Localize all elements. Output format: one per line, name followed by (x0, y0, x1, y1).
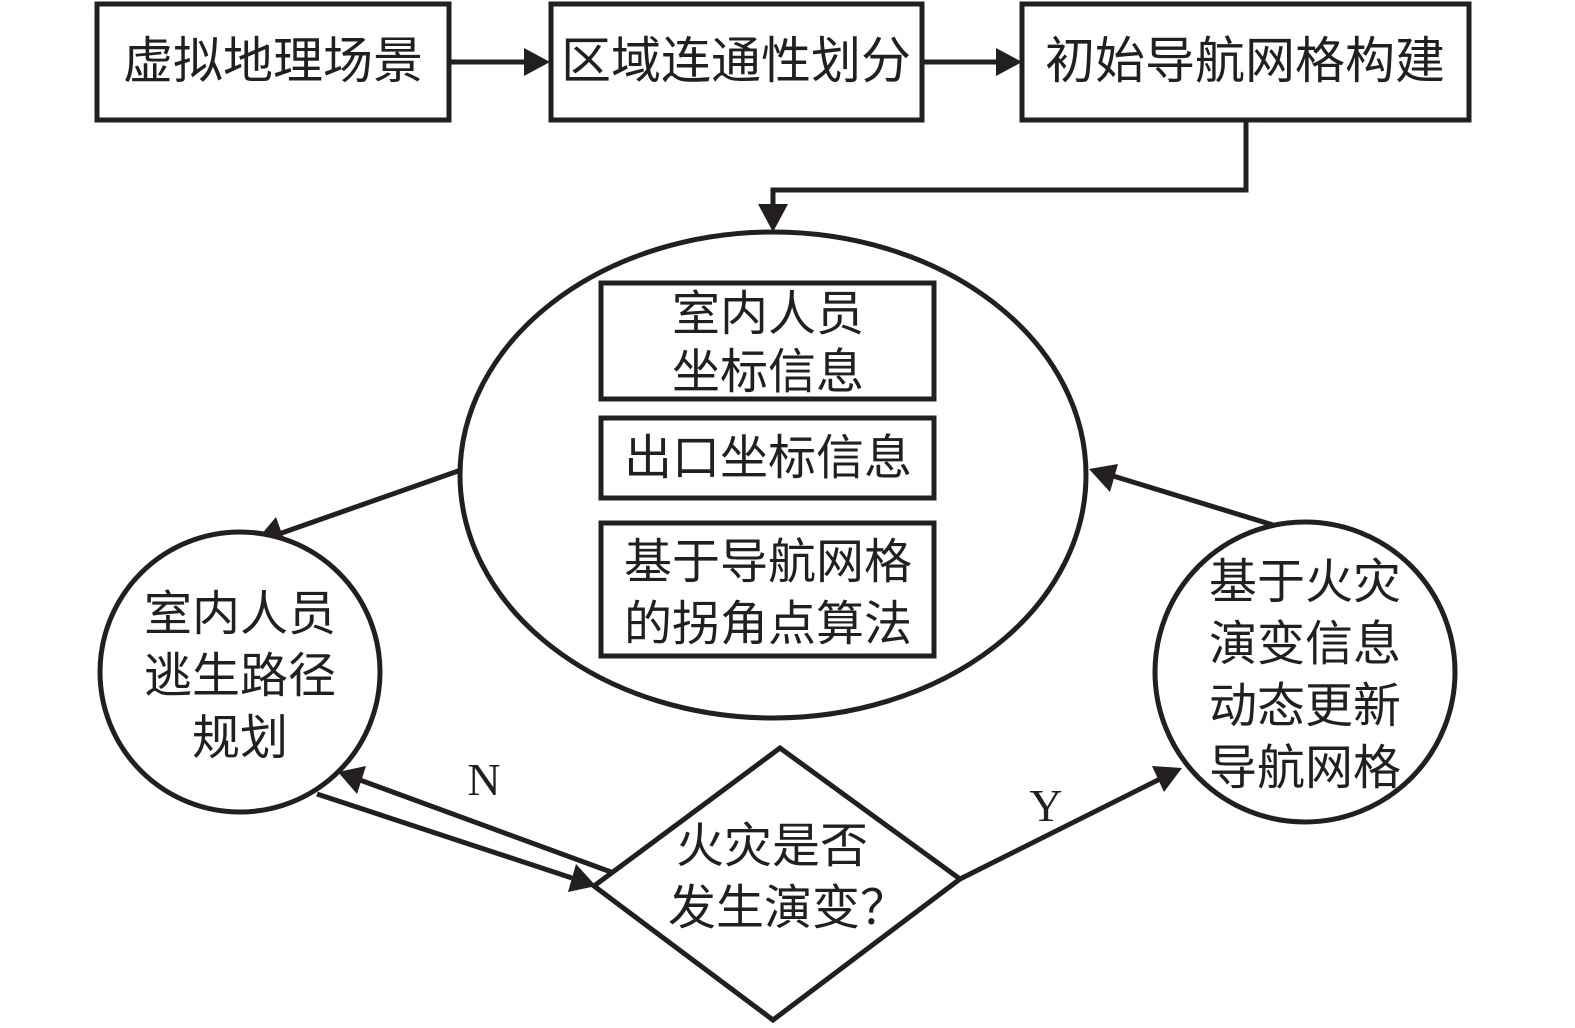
edge-partition-to-navmesh (922, 48, 1022, 76)
inner-box-exit-coordinates[interactable]: 出口坐标信息 (598, 415, 937, 501)
node-label: 规划 (192, 710, 288, 766)
edge-update-to-core (1089, 464, 1274, 528)
node-label: 火灾是否 (676, 818, 868, 874)
node-label: 区域连通性划分 (561, 32, 911, 90)
edge-navmesh-to-core (758, 121, 1249, 232)
node-initial-navmesh[interactable]: 初始导航网格构建 (1019, 1, 1472, 123)
edge-label-yes: Y (1029, 780, 1062, 831)
inner-box-label: 的拐角点算法 (624, 596, 912, 652)
inner-box-label: 室内人员 (672, 286, 864, 342)
inner-box-corner-point-algorithm[interactable]: 基于导航网格 的拐角点算法 (598, 520, 937, 659)
node-label: 初始导航网格构建 (1045, 32, 1445, 90)
edge-core-to-path-planning (255, 467, 462, 545)
node-fire-decision[interactable]: 火灾是否 发生演变？ (589, 744, 965, 1024)
node-label: 发生演变？ (668, 880, 908, 936)
node-label: 虚拟地理场景 (123, 32, 423, 90)
node-label: 导航网格 (1209, 740, 1401, 796)
node-label: 逃生路径 (144, 648, 336, 704)
node-label: 演变信息 (1209, 616, 1401, 672)
inner-box-label: 出口坐标信息 (624, 430, 912, 486)
inner-box-person-coordinates[interactable]: 室内人员 坐标信息 (598, 280, 937, 402)
node-dynamic-update[interactable]: 基于火灾 演变信息 动态更新 导航网格 (1152, 519, 1458, 825)
node-core-ellipse[interactable]: 室内人员 坐标信息 出口坐标信息 基于导航网格 的拐角点算法 (457, 229, 1089, 721)
edge-decision-to-path-planning-no (338, 766, 612, 875)
edge-decision-to-update-yes (958, 766, 1182, 882)
node-path-planning[interactable]: 室内人员 逃生路径 规划 (97, 529, 383, 815)
inner-box-label: 基于导航网格 (624, 534, 912, 590)
inner-box-label: 坐标信息 (672, 344, 864, 400)
node-label: 基于火灾 (1209, 554, 1401, 610)
node-label: 室内人员 (144, 586, 336, 642)
edge-path-planning-to-decision (316, 791, 596, 892)
edge-scene-to-partition (449, 48, 550, 76)
node-connectivity-partition[interactable]: 区域连通性划分 (548, 1, 925, 123)
node-label: 动态更新 (1209, 678, 1401, 734)
node-virtual-scene[interactable]: 虚拟地理场景 (94, 1, 452, 123)
edge-label-no: N (467, 754, 500, 805)
